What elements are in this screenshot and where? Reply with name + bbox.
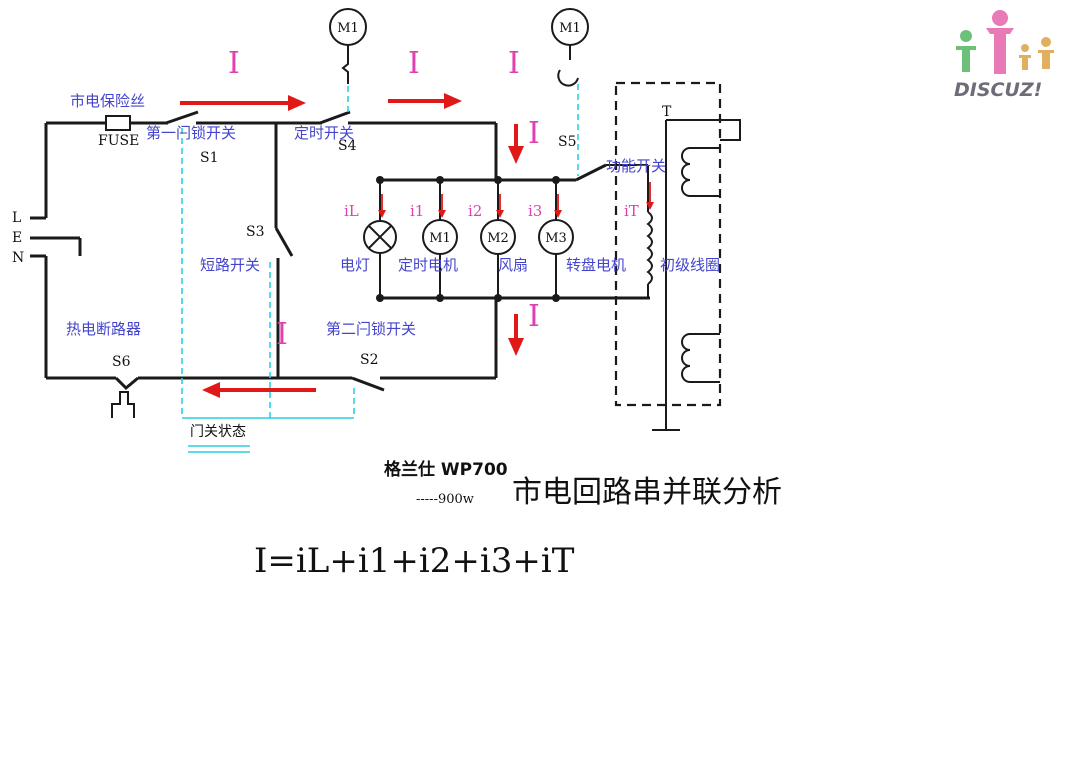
label-timer-switch: 定时开关: [294, 124, 354, 142]
switch-s4: [319, 110, 351, 125]
current-i1: i1: [410, 202, 424, 220]
current-arrows: [180, 93, 654, 398]
label-mains-fuse: 市电保险丝: [70, 92, 145, 110]
switch-s1: [165, 110, 199, 125]
label-first-interlock: 第一闩锁开关: [146, 124, 236, 142]
transformer-t: [614, 81, 741, 431]
label-primary-coil: 初级线圈: [660, 256, 720, 274]
label-s2: S2: [360, 352, 379, 368]
timer-motor-top: [341, 45, 579, 87]
svg-text:M1: M1: [337, 21, 359, 36]
current-I-4: I: [528, 116, 540, 151]
label-s4: S4: [338, 138, 357, 154]
label-thermal-breaker: 热电断路器: [66, 320, 141, 338]
current-equation: I=iL+i1+i2+i3+iT: [254, 541, 575, 581]
current-I-6: I: [528, 299, 540, 334]
svg-text:DISCUZ!: DISCUZ!: [954, 79, 1042, 101]
switch-s6: [111, 376, 139, 418]
switch-s2: [351, 376, 385, 392]
motor-m1-load: M1: [422, 219, 458, 255]
title-power: -----900w: [416, 492, 474, 507]
label-s1: S1: [200, 150, 219, 166]
label-fan: 风扇: [498, 256, 528, 274]
title-brand: 格兰仕 WP700: [384, 459, 508, 480]
label-timer-motor: 定时电机: [398, 256, 458, 274]
switch-s3: [274, 227, 294, 257]
current-I-1: I: [228, 46, 240, 81]
label-lamp: 电灯: [340, 256, 370, 274]
fuse-symbol: [105, 115, 131, 131]
motor-m3-turntable: M3: [538, 219, 574, 255]
discuz-logo: DISCUZ!: [954, 10, 1054, 101]
label-second-interlock: 第二闩锁开关: [326, 320, 416, 338]
label-line-n: N: [12, 250, 24, 266]
svg-text:M2: M2: [487, 231, 509, 246]
label-fuse: FUSE: [98, 133, 139, 149]
motor-m1-top-right: M1: [551, 8, 589, 46]
svg-text:M1: M1: [559, 21, 581, 36]
label-t: T: [662, 104, 672, 120]
label-short-switch: 短路开关: [200, 256, 260, 274]
current-i3: i3: [528, 202, 542, 220]
svg-text:M3: M3: [545, 231, 567, 246]
label-s5: S5: [558, 134, 577, 150]
current-i2: i2: [468, 202, 482, 220]
current-I-5: I: [276, 317, 288, 352]
main-wires: [30, 121, 498, 380]
label-turntable-motor: 转盘电机: [566, 256, 626, 274]
label-s3: S3: [246, 224, 265, 240]
current-iT: iT: [624, 202, 639, 220]
label-s6: S6: [112, 354, 131, 370]
current-I-3: I: [508, 46, 520, 81]
lamp-symbol: [363, 220, 397, 254]
label-line-l: L: [12, 210, 21, 226]
label-function-switch: 功能开关: [606, 157, 666, 175]
motor-m1-top-left: M1: [329, 8, 367, 46]
svg-text:M1: M1: [429, 231, 451, 246]
current-I-2: I: [408, 46, 420, 81]
current-iL: iL: [344, 202, 359, 220]
label-door-closed: 门关状态: [190, 424, 246, 440]
motor-m2-fan: M2: [480, 219, 516, 255]
title-main: 市电回路串并联分析: [512, 475, 782, 510]
label-line-e: E: [12, 230, 22, 246]
switch-s5: [575, 163, 648, 182]
